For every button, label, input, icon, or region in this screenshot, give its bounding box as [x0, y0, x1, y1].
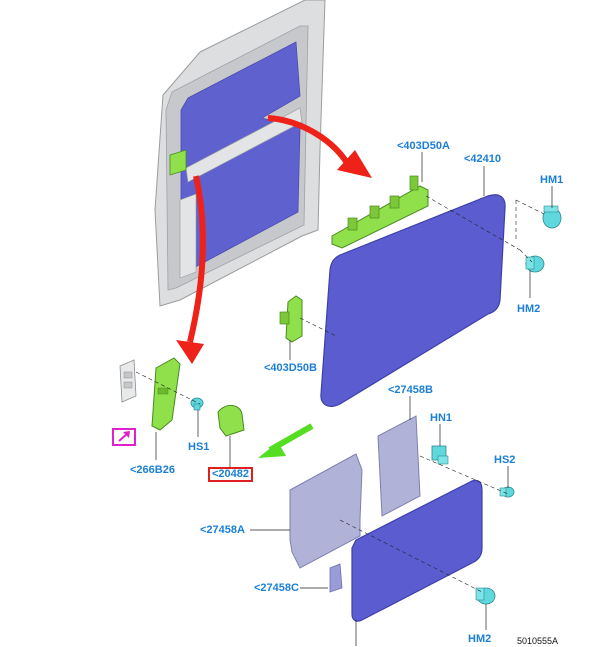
callout-hm2-bottom[interactable]: HM2 [468, 633, 492, 645]
door-mounted-bracket [169, 149, 187, 176]
clip-hm2-top [525, 255, 545, 273]
clip-hm2-bottom [475, 587, 496, 605]
red-indicator-arrows [176, 115, 372, 364]
callout-hs2[interactable]: HS2 [494, 454, 516, 466]
callout-266b26[interactable]: <266B26 [130, 464, 175, 476]
insulation-27458b [377, 415, 421, 517]
reference-number: 5010555A [517, 636, 559, 646]
bracket-403d50a [331, 175, 429, 249]
insulation-27458a [289, 453, 363, 569]
hinge-266b26 [119, 357, 181, 431]
lower-trim-panel [351, 479, 483, 622]
clip-hm1 [542, 205, 562, 229]
callout-27458b[interactable]: <27458B [388, 384, 433, 396]
bracket-403d50b [279, 295, 303, 343]
insulation-27458c [329, 563, 343, 593]
callout-27458c[interactable]: <27458C [254, 582, 299, 594]
trim-panel-42410 [320, 194, 506, 407]
callout-27458a[interactable]: <27458A [200, 524, 245, 536]
cap-20482 [217, 405, 245, 437]
assembly-axes [135, 195, 545, 593]
callout-hm1[interactable]: HM1 [540, 174, 564, 186]
callout-hs1[interactable]: HS1 [188, 441, 210, 453]
leader-lines [155, 152, 553, 646]
rear-door-shell [154, 0, 326, 307]
external-link-button[interactable] [112, 428, 136, 446]
callout-403d50a[interactable]: <403D50A [397, 140, 450, 152]
callout-hn1[interactable]: HN1 [430, 412, 453, 424]
callout-20482-highlighted[interactable]: <20482 [208, 467, 254, 482]
external-link-arrow-icon [118, 431, 130, 442]
green-indicator-arrow [258, 423, 314, 458]
callout-403d50b[interactable]: <403D50B [264, 362, 317, 374]
clip-hn1 [431, 445, 449, 465]
callout-42410[interactable]: <42410 [464, 153, 502, 165]
callout-hm2-top[interactable]: HM2 [517, 303, 541, 315]
clip-hs2 [499, 486, 515, 498]
clip-hs1 [190, 397, 204, 411]
